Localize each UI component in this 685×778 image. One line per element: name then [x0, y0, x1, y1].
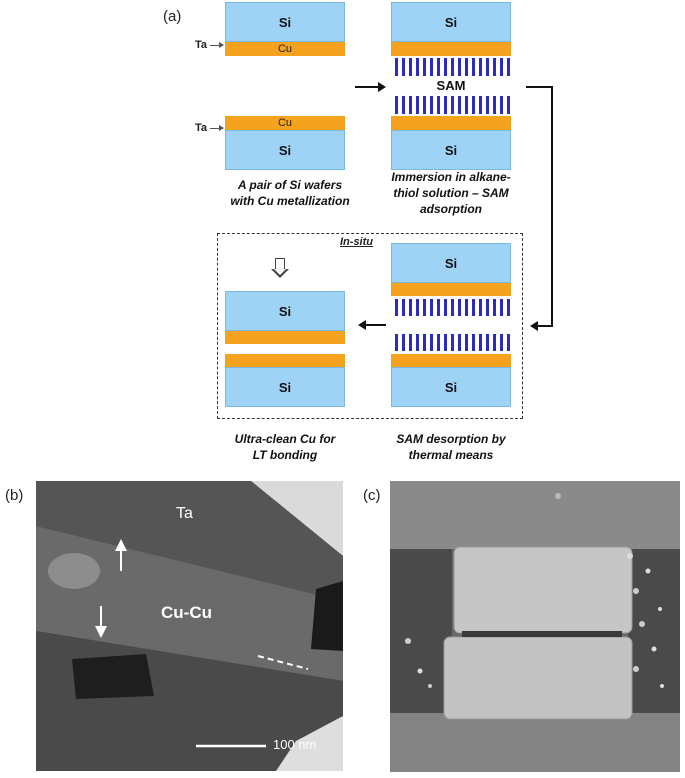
down-arrow-icon — [275, 258, 285, 270]
si-layer: Si — [391, 367, 511, 407]
sam-layer — [395, 58, 511, 76]
ta-pointer-head — [219, 125, 224, 131]
arrow-right — [355, 86, 380, 88]
si-layer: Si — [225, 367, 345, 407]
si-layer: Si — [225, 2, 345, 42]
sem-micrograph — [390, 481, 680, 772]
sam-layer — [395, 96, 511, 114]
cu-cu-label: Cu-Cu — [161, 603, 212, 622]
connector-arrow — [526, 86, 552, 88]
si-layer: Si — [391, 243, 511, 283]
connector-arrow-head — [530, 321, 538, 331]
cu-layer — [391, 42, 511, 56]
cu-layer: Cu — [225, 42, 345, 56]
scale-bar-label: 100 nm — [273, 737, 317, 752]
connector-arrow — [538, 325, 553, 327]
tem-micrograph — [36, 481, 343, 771]
sem-image — [390, 481, 680, 772]
tem-image: Ta Cu-Cu 100 nm — [36, 481, 343, 771]
connector-arrow — [551, 86, 553, 327]
cu-layer — [225, 331, 345, 344]
cu-layer — [391, 116, 511, 130]
arrow-left-head — [358, 320, 366, 330]
panel-c-label: (c) — [363, 487, 381, 504]
cu-layer: Cu — [225, 116, 345, 130]
si-layer: Si — [391, 130, 511, 170]
panel-b-label: (b) — [5, 487, 24, 504]
si-layer: Si — [225, 130, 345, 170]
sam-label: SAM — [436, 78, 466, 93]
arrow-left — [366, 324, 386, 326]
sam-layer — [395, 334, 511, 351]
si-layer: Si — [391, 2, 511, 42]
arrow-right-head — [378, 82, 386, 92]
ta-pointer — [210, 45, 223, 46]
cu-layer — [225, 354, 345, 367]
ta-pointer — [210, 128, 223, 129]
ta-pointer-head — [219, 42, 224, 48]
panel-a-label: (a) — [163, 8, 182, 25]
cu-layer — [391, 354, 511, 367]
insitu-box — [217, 233, 523, 419]
caption-step2: Immersion in alkane-thiol solution – SAM… — [391, 170, 511, 216]
ta-label: Ta — [195, 122, 208, 134]
ta-tem-label: Ta — [176, 505, 193, 522]
insitu-label: In-situ — [340, 236, 373, 248]
cu-layer — [391, 283, 511, 296]
si-layer: Si — [225, 291, 345, 331]
ta-label: Ta — [195, 39, 208, 51]
sam-layer — [395, 299, 511, 316]
